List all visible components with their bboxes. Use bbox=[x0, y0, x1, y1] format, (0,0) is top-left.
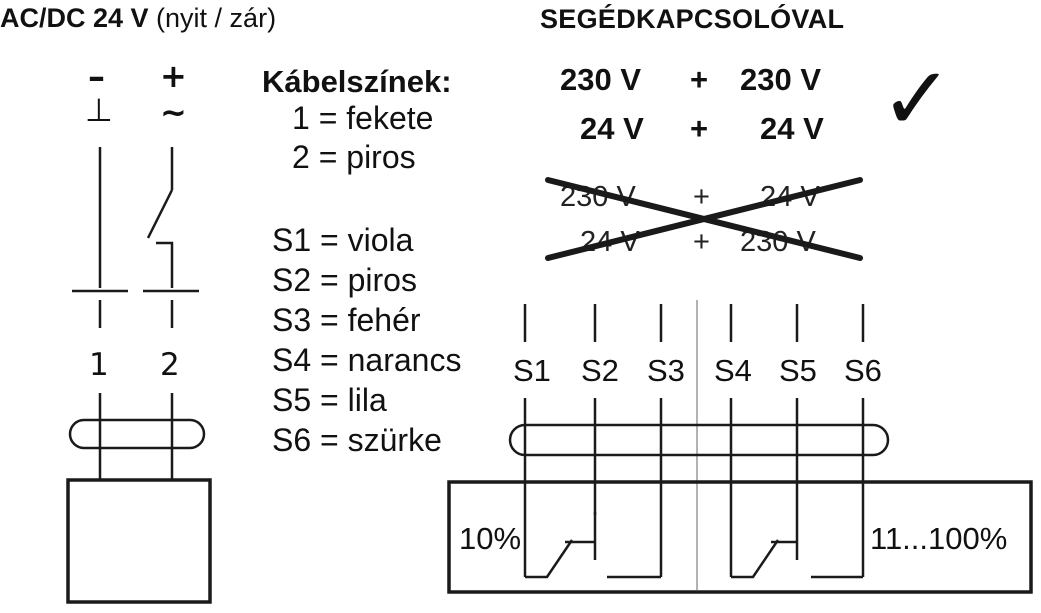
valid-row2-right: 24 V bbox=[760, 111, 824, 146]
cable-sleeve-left bbox=[68, 418, 206, 450]
switch-housing bbox=[447, 480, 1033, 594]
switch-10-percent-label: 10% bbox=[459, 521, 522, 556]
ac-symbol: ~ bbox=[160, 93, 187, 131]
right-title: SEGÉDKAPCSOLÓVAL bbox=[540, 4, 845, 34]
legend-item: S2 = piros bbox=[272, 262, 417, 298]
left-title: AC/DC 24 V (nyit / zár) bbox=[0, 3, 277, 33]
invalid-row1-plus: + bbox=[693, 181, 710, 213]
ground-symbol: ⊥ bbox=[85, 91, 113, 129]
terminal-s4-label: S4 bbox=[714, 353, 752, 388]
legend-item: S4 = narancs bbox=[272, 342, 462, 378]
valid-row2-left: 24 V bbox=[580, 111, 644, 146]
valid-row2-plus: + bbox=[690, 111, 709, 146]
plus-sign: + bbox=[160, 57, 187, 95]
actuator-box bbox=[66, 478, 212, 604]
terminal-s3-label: S3 bbox=[647, 353, 685, 388]
invalid-row2-plus: + bbox=[693, 226, 710, 258]
switch-2-common bbox=[731, 539, 780, 579]
legend-item: 1 = fekete bbox=[292, 100, 434, 136]
terminal-2-label: 2 bbox=[160, 347, 180, 383]
valid-row1-plus: + bbox=[690, 62, 709, 97]
cable-sleeve-right bbox=[508, 423, 890, 457]
legend-item: S3 = fehér bbox=[272, 302, 421, 338]
valid-row1-right: 230 V bbox=[740, 62, 822, 97]
switch-11-100-percent-label: 11...100% bbox=[870, 521, 1008, 556]
minus-sign: – bbox=[88, 57, 105, 97]
terminal-s1-label: S1 bbox=[513, 353, 551, 388]
cable-colors-heading: Kábelszínek: bbox=[262, 64, 452, 99]
terminal-s2-label: S2 bbox=[581, 353, 619, 388]
legend-item: 2 = piros bbox=[292, 139, 416, 175]
valid-row1-left: 230 V bbox=[560, 62, 642, 97]
open-contact-blade bbox=[146, 189, 174, 239]
wire-2-contact bbox=[156, 241, 174, 288]
cross-line-2 bbox=[545, 177, 863, 261]
legend-item: S6 = szürke bbox=[272, 422, 442, 458]
terminal-s6-label: S6 bbox=[844, 353, 882, 388]
terminal-1-label: 1 bbox=[89, 347, 109, 383]
switch-1-common bbox=[525, 539, 574, 579]
legend-item: S5 = lila bbox=[272, 382, 387, 418]
terminal-s5-label: S5 bbox=[779, 353, 817, 388]
legend-item: S1 = viola bbox=[272, 222, 414, 258]
check-icon: ✓ bbox=[880, 47, 954, 150]
